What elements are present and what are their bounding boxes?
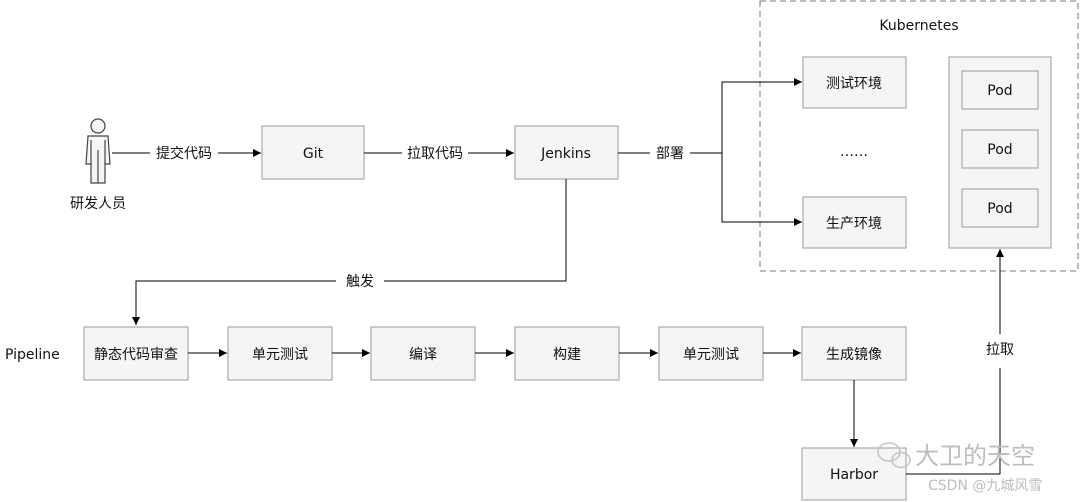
edge-label-trigger: 触发: [346, 274, 374, 290]
kubernetes-title: Kubernetes: [879, 18, 958, 34]
svg-text:Harbor: Harbor: [830, 467, 878, 483]
svg-text:Pod: Pod: [987, 83, 1012, 99]
kubernetes-cluster: [759, 0, 1079, 272]
edge-label-deploy: 部署: [656, 146, 684, 162]
svg-text:编译: 编译: [409, 347, 437, 363]
pod-1: Pod: [961, 70, 1039, 110]
developer-icon: [85, 118, 111, 184]
static-review-node: 静态代码审查: [83, 326, 189, 381]
svg-text:构建: 构建: [553, 347, 581, 363]
svg-text:Git: Git: [303, 146, 324, 162]
compile-node: 编译: [370, 326, 476, 381]
svg-text:Jenkins: Jenkins: [540, 146, 591, 162]
watermark-credit: CSDN @九城风雪: [928, 478, 1042, 494]
pod-3: Pod: [961, 188, 1039, 228]
test-env-node: 测试环境: [802, 56, 907, 109]
edge-deploy: [690, 78, 802, 154]
edge-label-pull-code: 拉取代码: [407, 146, 463, 162]
pod-2: Pod: [961, 129, 1039, 169]
prod-env-node: 生产环境: [802, 196, 907, 249]
svg-text:静态代码审查: 静态代码审查: [94, 347, 178, 363]
unit-test-1-node: 单元测试: [227, 326, 333, 381]
svg-text:生成镜像: 生成镜像: [826, 347, 882, 363]
jenkins-node: Jenkins: [514, 125, 619, 180]
env-ellipsis: ……: [840, 144, 868, 160]
svg-text:测试环境: 测试环境: [826, 76, 882, 92]
harbor-node: Harbor: [801, 447, 907, 501]
git-node: Git: [261, 125, 365, 180]
image-node: 生成镜像: [801, 326, 907, 381]
build-node: 构建: [514, 326, 620, 381]
svg-text:Pod: Pod: [987, 201, 1012, 217]
unit-test-2-node: 单元测试: [658, 326, 764, 381]
svg-text:生产环境: 生产环境: [826, 216, 882, 232]
pipeline-label: Pipeline: [5, 347, 60, 363]
edge-deploy-prod: [721, 153, 802, 226]
svg-text:单元测试: 单元测试: [683, 347, 739, 363]
wechat-icon: [877, 442, 911, 469]
edge-label-pull: 拉取: [986, 342, 1014, 358]
developer-label: 研发人员: [70, 196, 126, 212]
svg-text:单元测试: 单元测试: [252, 347, 308, 363]
edge-trigger: [132, 280, 336, 325]
edge-label-submit-code: 提交代码: [156, 145, 212, 162]
watermark-account: 大卫的天空: [915, 442, 1035, 470]
svg-text:Pod: Pod: [987, 142, 1012, 158]
